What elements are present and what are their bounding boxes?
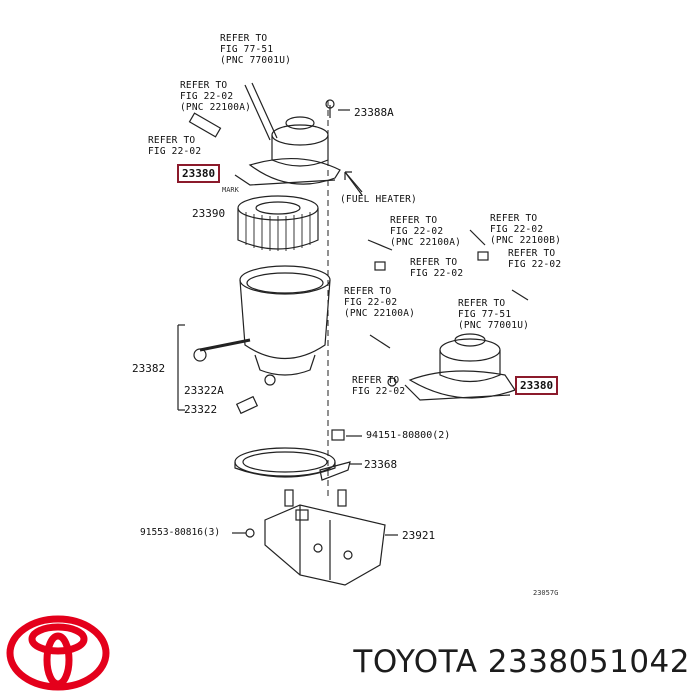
- part-23382: 23382: [132, 362, 166, 375]
- part-23388A: 23388A: [354, 106, 394, 119]
- ref-label-fig-22-02-a: REFER TO FIG 22-02 (PNC 22100A): [180, 80, 252, 113]
- mark-label: MARK: [222, 186, 239, 194]
- ref-label-fig-22-02-g: REFER TO FIG 22-02 (PNC 22100A): [344, 286, 416, 319]
- part-23390: 23390: [192, 207, 226, 220]
- ref-label-fig-22-02-b: REFER TO FIG 22-02: [148, 135, 202, 157]
- fuel-heater-label: (FUEL HEATER): [340, 194, 417, 205]
- ref-label-fig-22-02-c: REFER TO FIG 22-02 (PNC 22100A): [390, 215, 462, 248]
- part-91553: 91553-80816(3): [140, 527, 221, 538]
- ref-label-fig-22-02-d: REFER TO FIG 22-02 (PNC 22100B): [490, 213, 562, 246]
- part-23322: 23322: [184, 403, 218, 416]
- brand-part-number: TOYOTA 2338051042: [353, 644, 690, 680]
- ref-label-fig-77-51-top: REFER TO FIG 77-51 (PNC 77001U): [220, 33, 292, 66]
- part-23368: 23368: [364, 458, 398, 471]
- ref-label-fig-77-51-right: REFER TO FIG 77-51 (PNC 77001U): [458, 298, 530, 331]
- ref-label-fig-22-02-e: REFER TO FIG 22-02: [410, 257, 464, 279]
- toyota-logo-icon: [6, 615, 110, 691]
- part-23322A: 23322A: [184, 384, 224, 397]
- parts-diagram: [177, 82, 529, 586]
- figure-code: 23057G: [533, 589, 559, 597]
- part-94151: 94151-80800(2): [366, 430, 451, 441]
- ref-label-fig-22-02-h: REFER TO FIG 22-02: [352, 375, 406, 397]
- ref-label-fig-22-02-f: REFER TO FIG 22-02: [508, 248, 562, 270]
- part-23921: 23921: [402, 529, 436, 542]
- part-23380-highlight-right: 23380: [515, 376, 559, 395]
- part-23380-highlight-left: 23380: [177, 164, 221, 183]
